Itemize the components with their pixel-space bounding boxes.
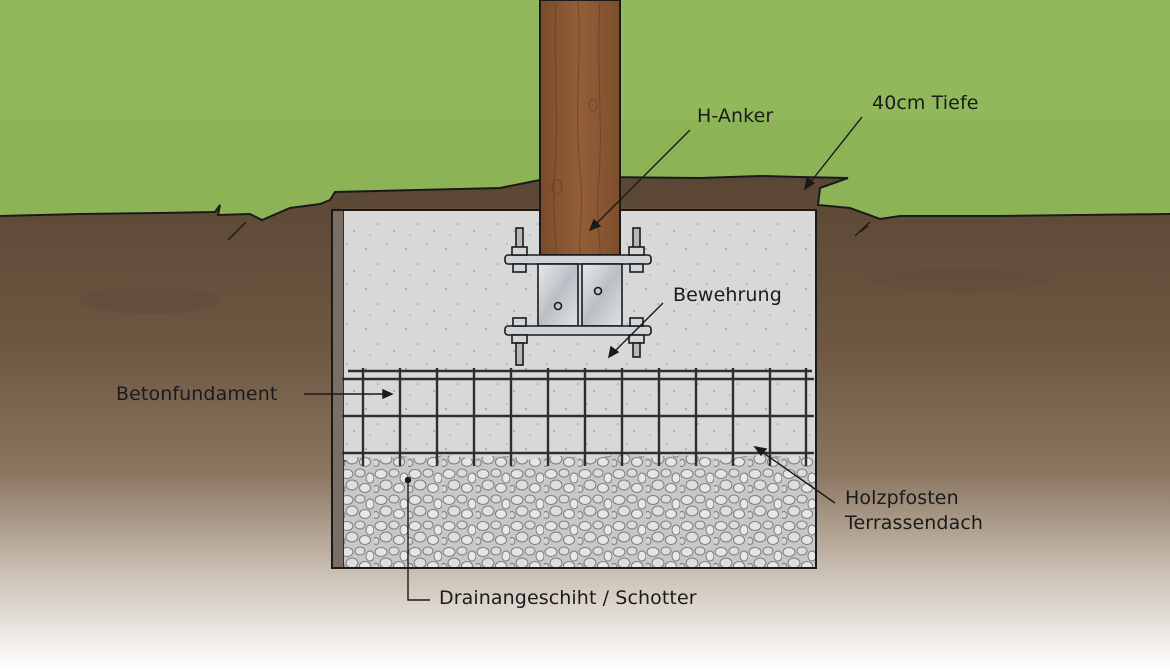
reinforcement-mesh xyxy=(342,368,814,466)
wooden-post xyxy=(539,0,621,256)
reinforcement-label: Bewehrung xyxy=(673,284,782,306)
concrete-foundation-label: Betonfundament xyxy=(116,383,278,405)
leader-lines xyxy=(304,116,863,601)
depth-label: 40cm Tiefe xyxy=(872,92,979,114)
gravel-layer xyxy=(344,454,816,568)
h-anchor-label: H-Anker xyxy=(697,105,774,127)
post-label-line1: Holzpfosten xyxy=(845,487,959,509)
h-anchor xyxy=(504,227,652,366)
drainage-label: Drainangeschiht / Schotter xyxy=(439,587,697,609)
post-label-line2: Terrassendach xyxy=(845,512,984,534)
